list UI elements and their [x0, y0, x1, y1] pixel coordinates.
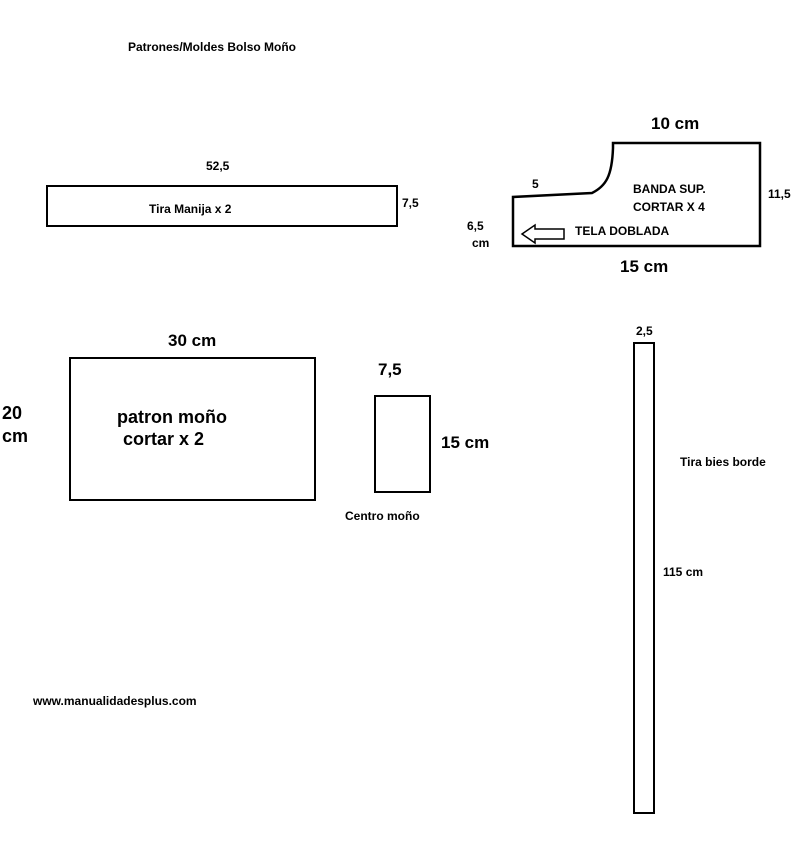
bias-strip-label: Tira bies borde	[680, 455, 766, 469]
bow-pattern-width-label: 30 cm	[168, 331, 217, 350]
bow-pattern-label-line1: patron moño	[117, 407, 227, 427]
bow-center-width-label: 7,5	[378, 360, 402, 379]
handle-strip-label: Tira Manija x 2	[149, 202, 232, 216]
handle-strip-width-label: 7,5	[402, 196, 419, 210]
top-band-left-height-value: 6,5	[467, 219, 484, 233]
top-band-right-height-label: 11,5	[768, 187, 791, 201]
top-band-curve-label: 5	[532, 177, 539, 191]
bow-pattern-shape	[69, 357, 316, 501]
top-band-label-line1: BANDA SUP.	[633, 182, 706, 196]
bow-center-shape	[374, 395, 431, 493]
fold-label: TELA DOBLADA	[575, 224, 670, 238]
top-band-bottom-width-label: 15 cm	[620, 257, 669, 276]
bow-pattern-label-line2: cortar x 2	[123, 429, 205, 449]
website-url: www.manualidadesplus.com	[33, 694, 197, 708]
bow-center-label: Centro moño	[345, 509, 420, 523]
bias-strip-length-label: 115 cm	[663, 565, 704, 579]
top-band-left-height-unit: cm	[472, 236, 490, 250]
bias-strip-shape	[633, 342, 655, 814]
bow-pattern-height-value: 20	[2, 403, 23, 423]
bias-strip-width-label: 2,5	[636, 324, 653, 338]
page-title: Patrones/Moldes Bolso Moño	[128, 40, 297, 54]
bow-center-height-label: 15 cm	[441, 433, 490, 452]
bow-pattern-height-unit: cm	[2, 426, 29, 446]
top-band-top-width-label: 10 cm	[651, 114, 700, 133]
handle-strip-length-label: 52,5	[206, 159, 230, 173]
top-band-label-line2: CORTAR X 4	[633, 200, 705, 214]
handle-strip-pattern	[46, 185, 398, 227]
